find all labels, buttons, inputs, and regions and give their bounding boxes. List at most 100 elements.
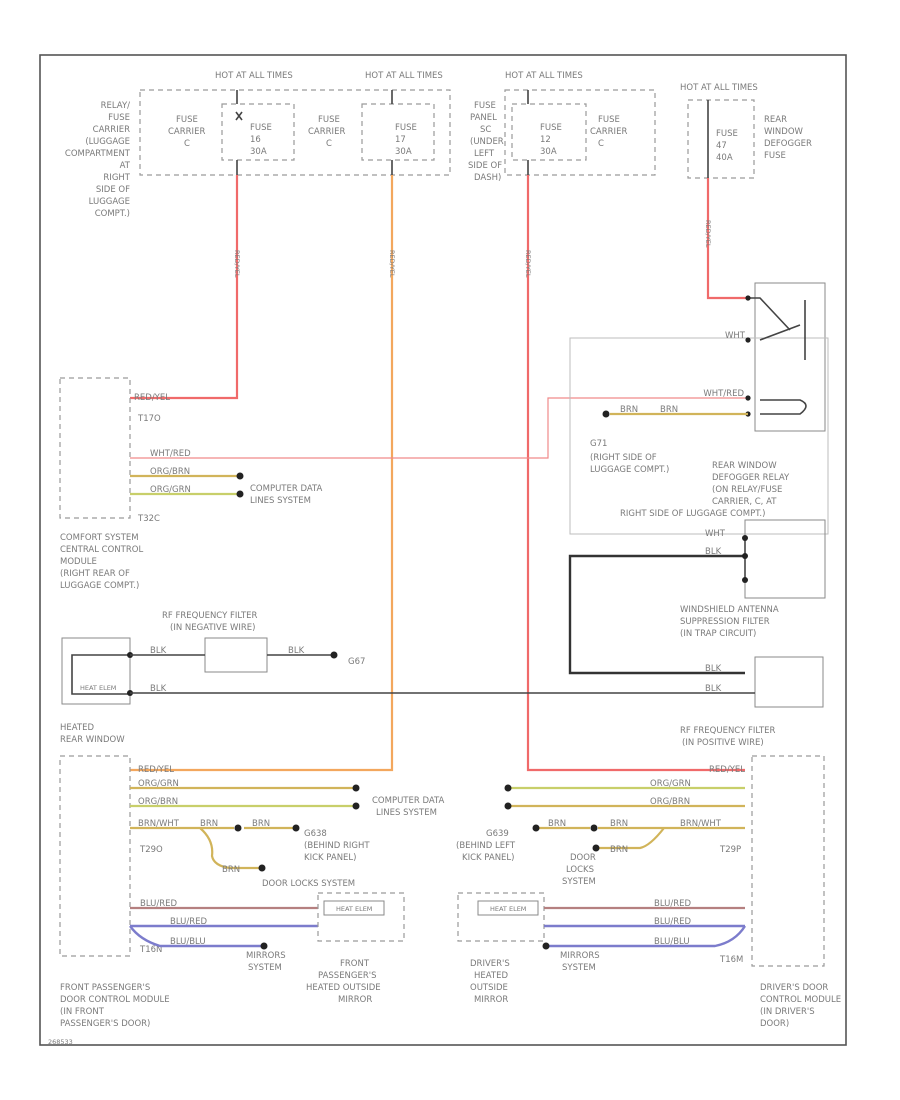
svg-text:BRN: BRN — [548, 819, 566, 829]
wire-blu-blu-left — [129, 925, 262, 948]
svg-text:(ON RELAY/FUSE: (ON RELAY/FUSE — [712, 485, 782, 495]
svg-text:HEATED OUTSIDE: HEATED OUTSIDE — [306, 983, 381, 993]
svg-text:BLU/RED: BLU/RED — [170, 917, 208, 927]
svg-text:BRN/WHT: BRN/WHT — [138, 819, 180, 829]
svg-text:REAR WINDOW: REAR WINDOW — [712, 461, 777, 471]
svg-text:BLK: BLK — [288, 646, 305, 656]
svg-text:RED/YEL: RED/YEL — [134, 393, 170, 403]
windshield-filter: WHT BLK WINDSHIELD ANTENNA SUPPRESSION F… — [568, 519, 826, 675]
svg-text:FUSE: FUSE — [716, 129, 738, 139]
heated-rear-window: HEAT ELEM HEATED REAR WINDOW — [60, 637, 133, 745]
door-locks-label-left: DOOR LOCKS SYSTEM — [562, 853, 596, 887]
svg-text:REAR: REAR — [764, 115, 787, 125]
svg-text:BLU/RED: BLU/RED — [654, 899, 692, 909]
svg-text:47: 47 — [716, 141, 727, 151]
svg-text:ORG/BRN: ORG/BRN — [150, 467, 190, 477]
svg-text:RELAY/: RELAY/ — [101, 101, 131, 111]
front-passenger-mirror: HEAT ELEM FRONT PASSENGER'S HEATED OUTSI… — [306, 892, 405, 1005]
wire-brn-wht-right — [538, 826, 745, 850]
svg-text:17: 17 — [395, 135, 406, 145]
fuse-16-label: FUSE 16 30A — [250, 123, 272, 157]
svg-text:T29O: T29O — [139, 845, 163, 855]
svg-text:SIDE OF: SIDE OF — [96, 185, 130, 195]
svg-text:CARRIER: CARRIER — [168, 127, 205, 137]
svg-text:MIRRORS: MIRRORS — [560, 951, 600, 961]
rear-window-fuse-label: REAR WINDOW DEFOGGER FUSE — [764, 115, 812, 161]
svg-text:MIRROR: MIRROR — [474, 995, 508, 1005]
svg-text:BRN: BRN — [252, 819, 270, 829]
svg-text:LUGGAGE: LUGGAGE — [89, 197, 130, 207]
svg-text:DRIVER'S: DRIVER'S — [470, 959, 510, 969]
computer-data-label-2: COMPUTER DATA LINES SYSTEM — [372, 796, 445, 818]
svg-text:WINDOW: WINDOW — [764, 127, 804, 137]
svg-text:RED/YEL: RED/YEL — [138, 765, 174, 775]
svg-text:DOOR): DOOR) — [760, 1019, 789, 1029]
driver-door-module: RED/YEL T29P T16M DRIVER'S DOOR CONTROL … — [709, 755, 841, 1029]
svg-text:CARRIER: CARRIER — [308, 127, 345, 137]
svg-text:DOOR: DOOR — [570, 853, 596, 863]
fuse-carrier-c-label: FUSE CARRIER C — [590, 115, 627, 149]
svg-text:COMPT.): COMPT.) — [95, 209, 130, 219]
wire-wht-red — [130, 397, 748, 459]
svg-text:DOOR CONTROL MODULE: DOOR CONTROL MODULE — [60, 995, 170, 1005]
computer-data-label-1: COMPUTER DATA LINES SYSTEM — [250, 484, 323, 506]
driver-mirror: HEAT ELEM DRIVER'S HEATED OUTSIDE MIRROR — [457, 892, 545, 1005]
svg-text:FUSE: FUSE — [318, 115, 340, 125]
fuse-block-rear-window: HOT AT ALL TIMES FUSE 47 40A REAR WINDOW… — [680, 83, 812, 179]
svg-text:FUSE: FUSE — [395, 123, 417, 133]
svg-text:WINDSHIELD ANTENNA: WINDSHIELD ANTENNA — [680, 605, 779, 615]
svg-text:(IN NEGATIVE WIRE): (IN NEGATIVE WIRE) — [170, 623, 255, 633]
svg-text:BRN/WHT: BRN/WHT — [680, 819, 722, 829]
svg-text:C: C — [184, 139, 190, 149]
svg-text:DEFOGGER RELAY: DEFOGGER RELAY — [712, 473, 790, 483]
svg-text:COMPUTER DATA: COMPUTER DATA — [250, 484, 323, 494]
svg-text:(BEHIND RIGHT: (BEHIND RIGHT — [304, 841, 370, 851]
svg-text:PASSENGER'S: PASSENGER'S — [318, 971, 377, 981]
svg-text:(RIGHT REAR OF: (RIGHT REAR OF — [60, 569, 130, 579]
svg-text:30A: 30A — [395, 147, 412, 157]
mirrors-system-label-right: MIRRORS SYSTEM — [560, 951, 600, 973]
svg-text:COMPARTMENT: COMPARTMENT — [65, 149, 131, 159]
svg-text:16: 16 — [250, 135, 261, 145]
svg-text:FUSE: FUSE — [540, 123, 562, 133]
svg-text:(IN FRONT: (IN FRONT — [60, 1007, 105, 1017]
svg-text:BLK: BLK — [705, 664, 722, 674]
svg-text:COMPUTER DATA: COMPUTER DATA — [372, 796, 445, 806]
fuse-carrier-b-label: FUSE CARRIER C — [308, 115, 345, 149]
svg-text:C: C — [326, 139, 332, 149]
fuse-17-label: FUSE 17 30A — [395, 123, 417, 157]
svg-text:RED/YEL: RED/YEL — [709, 765, 745, 775]
svg-text:(LUGGAGE: (LUGGAGE — [85, 137, 130, 147]
svg-text:FRONT: FRONT — [340, 959, 370, 969]
svg-text:CARRIER, C, AT: CARRIER, C, AT — [712, 497, 777, 507]
svg-text:BRN: BRN — [222, 865, 240, 875]
ground-g639-label: G639 (BEHIND LEFT KICK PANEL) — [456, 829, 516, 863]
diagram-frame — [39, 54, 847, 1046]
wire-orange-fuse17 — [130, 175, 394, 772]
svg-text:PANEL: PANEL — [470, 113, 497, 123]
ground-g67: G67 — [348, 657, 365, 667]
svg-text:SUPPRESSION FILTER: SUPPRESSION FILTER — [680, 617, 770, 627]
wire-label-wht-relay: WHT — [725, 331, 746, 341]
svg-text:COMFORT SYSTEM: COMFORT SYSTEM — [60, 533, 139, 543]
vert-label-red-yel-3: RED/YEL — [524, 250, 532, 278]
svg-text:SYSTEM: SYSTEM — [562, 963, 596, 973]
svg-text:BRN: BRN — [610, 845, 628, 855]
svg-text:WHT: WHT — [705, 529, 726, 539]
svg-text:BLU/RED: BLU/RED — [654, 917, 692, 927]
svg-text:RF FREQUENCY FILTER: RF FREQUENCY FILTER — [162, 611, 258, 621]
svg-text:FUSE: FUSE — [250, 123, 272, 133]
wire-label-wht-red-1: WHT/RED — [150, 449, 191, 459]
wire-brn-wht-left — [130, 826, 294, 870]
svg-text:BRN: BRN — [200, 819, 218, 829]
svg-text:ORG/BRN: ORG/BRN — [138, 797, 178, 807]
svg-text:ORG/GRN: ORG/GRN — [150, 485, 191, 495]
svg-text:RF FREQUENCY FILTER: RF FREQUENCY FILTER — [680, 726, 776, 736]
svg-text:HEAT ELEM: HEAT ELEM — [490, 905, 526, 913]
hot-label-3: HOT AT ALL TIMES — [505, 71, 583, 81]
svg-text:FRONT PASSENGER'S: FRONT PASSENGER'S — [60, 983, 150, 993]
svg-text:BLK: BLK — [705, 684, 722, 694]
fuse-carrier-a-label: FUSE CARRIER C — [168, 115, 205, 149]
hot-label-1: HOT AT ALL TIMES — [215, 71, 293, 81]
